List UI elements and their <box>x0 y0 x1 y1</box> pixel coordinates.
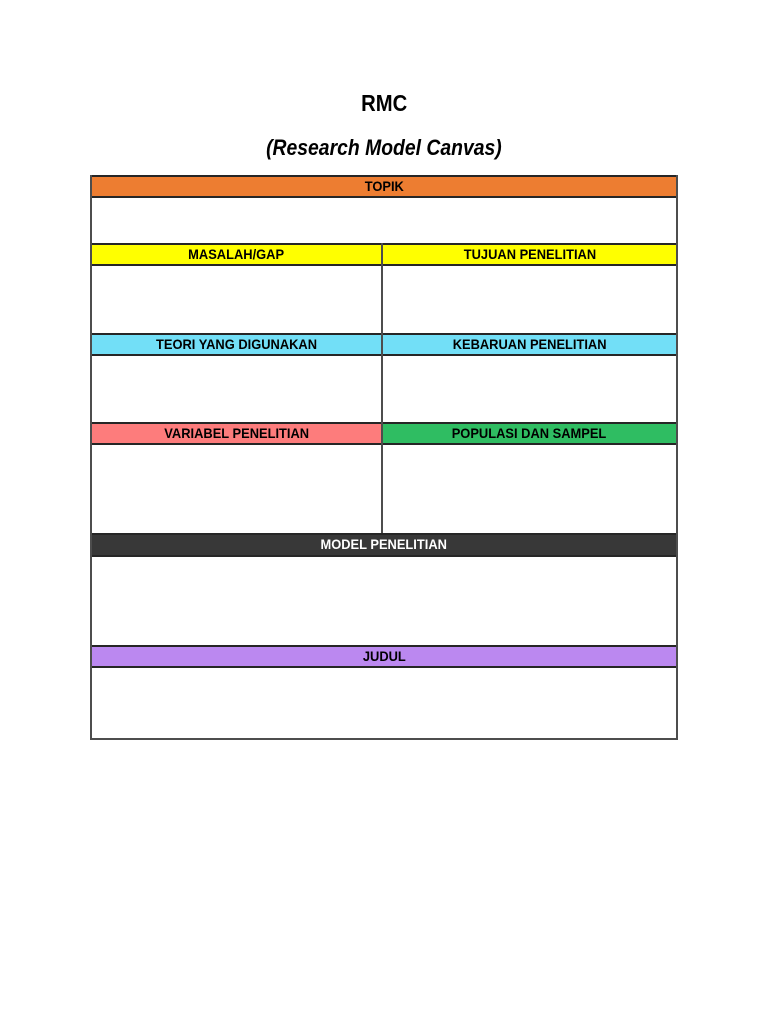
section-header-model-penelitian: MODEL PENELITIAN <box>92 533 676 557</box>
section-body-populasi-dan-sampel <box>383 445 676 533</box>
section-header-masalah-gap: MASALAH/GAP <box>92 243 381 266</box>
section-body-kebaruan-penelitian <box>383 356 676 422</box>
section-header-judul: JUDUL <box>92 645 676 668</box>
section-body-masalah-gap <box>92 266 381 333</box>
section-header-variabel-penelitian: VARIABEL PENELITIAN <box>92 422 381 445</box>
section-header-tujuan-penelitian: TUJUAN PENELITIAN <box>383 243 676 266</box>
section-body-model-penelitian <box>92 557 676 645</box>
row-teori-kebaruan: TEORI YANG DIGUNAKAN KEBARUAN PENELITIAN <box>92 333 676 422</box>
section-header-topik: TOPIK <box>92 175 676 198</box>
section-header-kebaruan-penelitian-label: KEBARUAN PENELITIAN <box>452 336 607 352</box>
section-header-topik-label: TOPIK <box>364 178 404 194</box>
section-body-judul <box>92 668 676 738</box>
page-subtitle-text: (Research Model Canvas) <box>266 135 502 160</box>
page-title-text: RMC <box>360 90 408 116</box>
section-header-populasi-dan-sampel-label: POPULASI DAN SAMPEL <box>452 425 607 441</box>
page-subtitle: (Research Model Canvas) <box>0 135 768 161</box>
section-header-judul-label: JUDUL <box>362 648 406 664</box>
row-variabel-populasi: VARIABEL PENELITIAN POPULASI DAN SAMPEL <box>92 422 676 533</box>
section-header-kebaruan-penelitian: KEBARUAN PENELITIAN <box>383 333 676 356</box>
row-masalah-tujuan: MASALAH/GAP TUJUAN PENELITIAN <box>92 243 676 333</box>
section-body-tujuan-penelitian <box>383 266 676 333</box>
column-kebaruan: KEBARUAN PENELITIAN <box>383 333 676 422</box>
column-teori: TEORI YANG DIGUNAKAN <box>92 333 383 422</box>
column-masalah: MASALAH/GAP <box>92 243 383 333</box>
section-header-model-penelitian-label: MODEL PENELITIAN <box>320 536 448 552</box>
page-title: RMC <box>0 90 768 117</box>
section-body-variabel-penelitian <box>92 445 381 533</box>
section-body-teori-yang-digunakan <box>92 356 381 422</box>
section-header-populasi-dan-sampel: POPULASI DAN SAMPEL <box>383 422 676 445</box>
column-tujuan: TUJUAN PENELITIAN <box>383 243 676 333</box>
column-variabel: VARIABEL PENELITIAN <box>92 422 383 533</box>
section-header-tujuan-penelitian-label: TUJUAN PENELITIAN <box>463 246 596 262</box>
research-model-canvas-table: TOPIK MASALAH/GAP TUJUAN PENELITIAN <box>90 175 678 740</box>
section-header-masalah-gap-label: MASALAH/GAP <box>188 246 285 262</box>
section-header-teori-yang-digunakan: TEORI YANG DIGUNAKAN <box>92 333 381 356</box>
section-header-teori-yang-digunakan-label: TEORI YANG DIGUNAKAN <box>155 336 318 352</box>
column-populasi: POPULASI DAN SAMPEL <box>383 422 676 533</box>
section-header-variabel-penelitian-label: VARIABEL PENELITIAN <box>164 425 309 441</box>
section-body-topik <box>92 198 676 243</box>
